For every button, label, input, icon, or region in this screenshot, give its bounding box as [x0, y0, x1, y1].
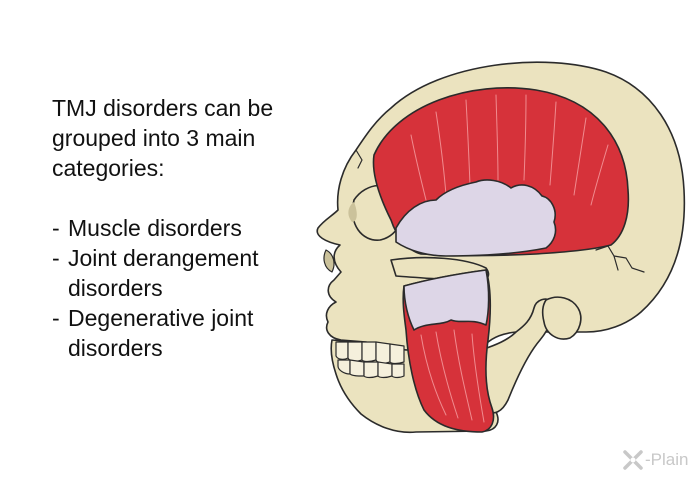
text-panel: TMJ disorders can be grouped into 3 main… — [52, 93, 312, 363]
nasal-cavity — [324, 250, 334, 272]
category-label: Degenerative joint disorders — [68, 305, 253, 361]
x-plain-logo-icon — [622, 449, 644, 471]
list-item: - Joint derangement disorders — [52, 243, 312, 303]
list-item: - Muscle disorders — [52, 213, 312, 243]
category-label: Joint derangement disorders — [68, 245, 259, 301]
bullet-dash: - — [52, 303, 60, 333]
bullet-dash: - — [52, 213, 60, 243]
skull-illustration — [296, 50, 696, 440]
intro-text: TMJ disorders can be grouped into 3 main… — [52, 93, 312, 183]
category-label: Muscle disorders — [68, 215, 242, 241]
list-item: - Degenerative joint disorders — [52, 303, 312, 363]
category-list: - Muscle disorders - Joint derangement d… — [52, 213, 312, 363]
logo-text: -Plain — [645, 450, 688, 470]
teeth — [336, 342, 404, 378]
brand-logo: -Plain — [622, 447, 688, 473]
bullet-dash: - — [52, 243, 60, 273]
mastoid-process — [543, 297, 581, 339]
